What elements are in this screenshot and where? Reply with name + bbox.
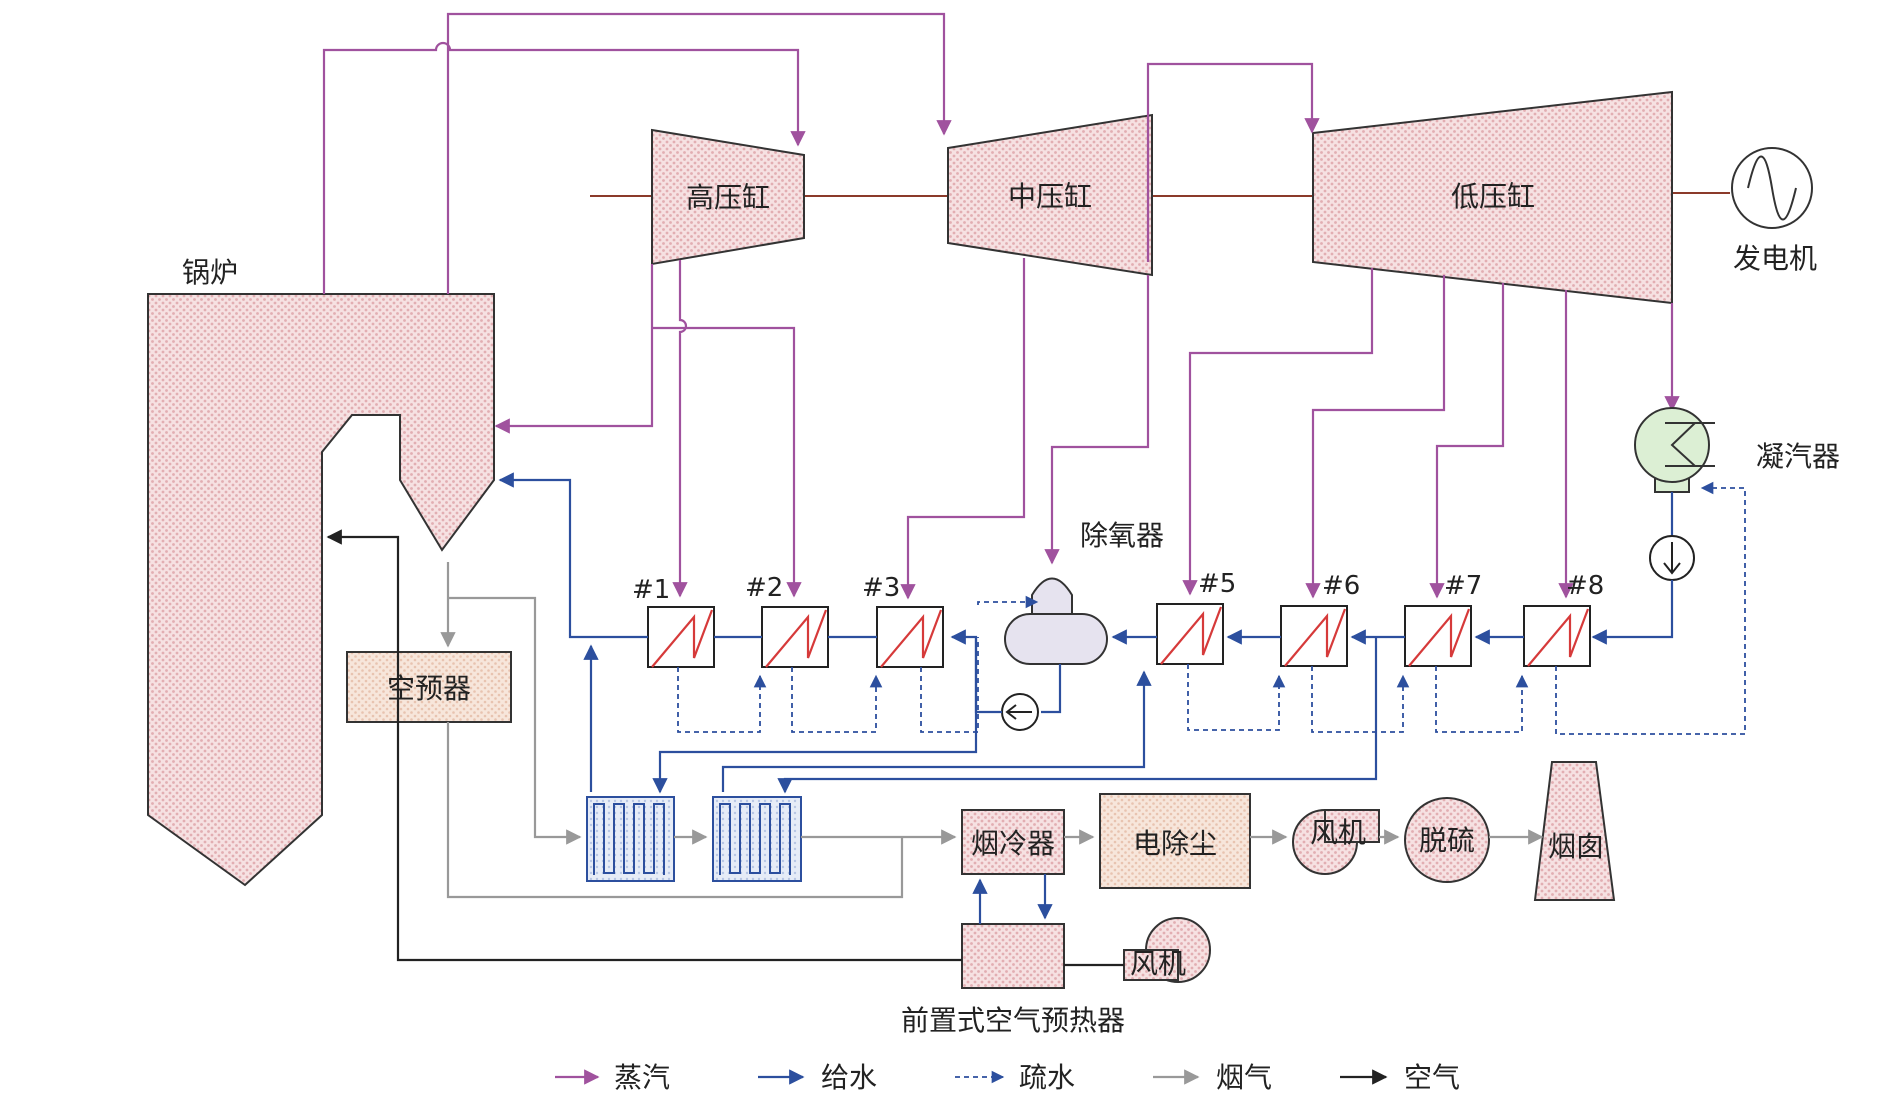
heater-7-label: #7 [1444, 571, 1482, 601]
extraction-6-line [1305, 275, 1446, 599]
ip-turbine [947, 113, 1153, 277]
chimney-label: 烟囱 [1548, 830, 1604, 863]
lp-turbine-label: 低压缸 [1451, 180, 1535, 213]
ip-turbine-label: 中压缸 [1008, 180, 1092, 213]
feed-pump-arrow-icon [1005, 704, 1032, 720]
esp-label: 电除尘 [1133, 827, 1217, 860]
svg-text:给水: 给水 [821, 1061, 877, 1094]
flue-cooler [961, 809, 1065, 875]
cold-reheat-line [494, 264, 654, 434]
water-to-hx1 [652, 637, 978, 794]
boiler-label: 锅炉 [182, 256, 238, 289]
deaerator-tank [1004, 613, 1108, 665]
legend-item-air: 空气 [1340, 1061, 1460, 1094]
heater-7 [1404, 605, 1472, 667]
heater-3-label: #3 [862, 573, 900, 603]
condensate-line [1591, 580, 1674, 645]
air-preheater-label: 空预器 [387, 672, 471, 705]
svg-text:蒸汽: 蒸汽 [614, 1061, 670, 1094]
pre-air-heater-label: 前置式空气预热器 [901, 1004, 1125, 1037]
heater-2-label: #2 [745, 573, 783, 603]
legend-item-feedwater: 给水 [758, 1061, 877, 1094]
desulfurization [1404, 797, 1490, 883]
crossover-steam-line [1146, 62, 1320, 262]
heater-3 [876, 606, 944, 668]
condenser-label: 凝汽器 [1756, 440, 1840, 473]
water-hx2-to-deaerator [721, 670, 1152, 792]
extraction-5-line [1182, 268, 1374, 596]
air-preheater [346, 651, 512, 723]
svg-text:烟气: 烟气 [1216, 1061, 1272, 1094]
extraction-1-line [672, 260, 688, 598]
heater-2 [761, 606, 829, 668]
fd-fan-label: 风机 [1130, 947, 1186, 980]
id-fan-label: 风机 [1310, 816, 1366, 849]
flue-heat-exchanger-2 [712, 796, 802, 882]
extraction-7-line [1429, 283, 1505, 599]
heater-6 [1280, 605, 1348, 667]
extraction-2-line [652, 326, 802, 598]
legend-item-flue-gas: 烟气 [1153, 1061, 1272, 1094]
water-from-h7h6 [777, 637, 1378, 794]
svg-text:疏水: 疏水 [1019, 1061, 1075, 1094]
heater-5-label: #5 [1198, 569, 1236, 599]
legend-item-steam: 蒸汽 [555, 1061, 670, 1094]
condensate-pump-arrow-icon [1663, 542, 1681, 575]
heater-8 [1523, 605, 1591, 667]
heater-5 [1156, 603, 1224, 665]
air-line-to-boiler [326, 529, 962, 962]
hp-turbine [651, 128, 805, 266]
extraction-3-line [900, 258, 1026, 600]
heater-8-label: #8 [1566, 571, 1604, 601]
extraction-deaerator-line [1044, 275, 1150, 565]
chimney [1533, 761, 1616, 901]
deaerator-dome [1031, 577, 1073, 614]
flue-heat-exchanger-1 [586, 796, 675, 882]
deaerator-label: 除氧器 [1080, 519, 1164, 552]
desulfurization-label: 脱硫 [1419, 824, 1475, 857]
esp [1099, 793, 1251, 889]
legend-item-drain: 疏水 [955, 1061, 1075, 1094]
flue-cooler-label: 烟冷器 [971, 827, 1055, 860]
svg-text:空气: 空气 [1404, 1061, 1460, 1094]
hp-turbine-label: 高压缸 [686, 181, 770, 214]
boiler-body [147, 293, 495, 887]
generator-sine-icon [1747, 155, 1797, 221]
fd-fan [1123, 917, 1211, 983]
generator-label: 发电机 [1733, 242, 1817, 275]
main-steam-line [322, 41, 806, 294]
reheat-steam-line [446, 12, 952, 294]
heater-6-label: #6 [1322, 571, 1360, 601]
pre-air-heater [961, 923, 1065, 989]
id-fan [1292, 809, 1380, 875]
legend: 蒸汽 给水 疏水 烟气 空气 [555, 1061, 1460, 1094]
heater-1-label: #1 [632, 575, 670, 605]
condenser-coil-icon [1665, 422, 1698, 467]
heater-1 [647, 606, 715, 668]
